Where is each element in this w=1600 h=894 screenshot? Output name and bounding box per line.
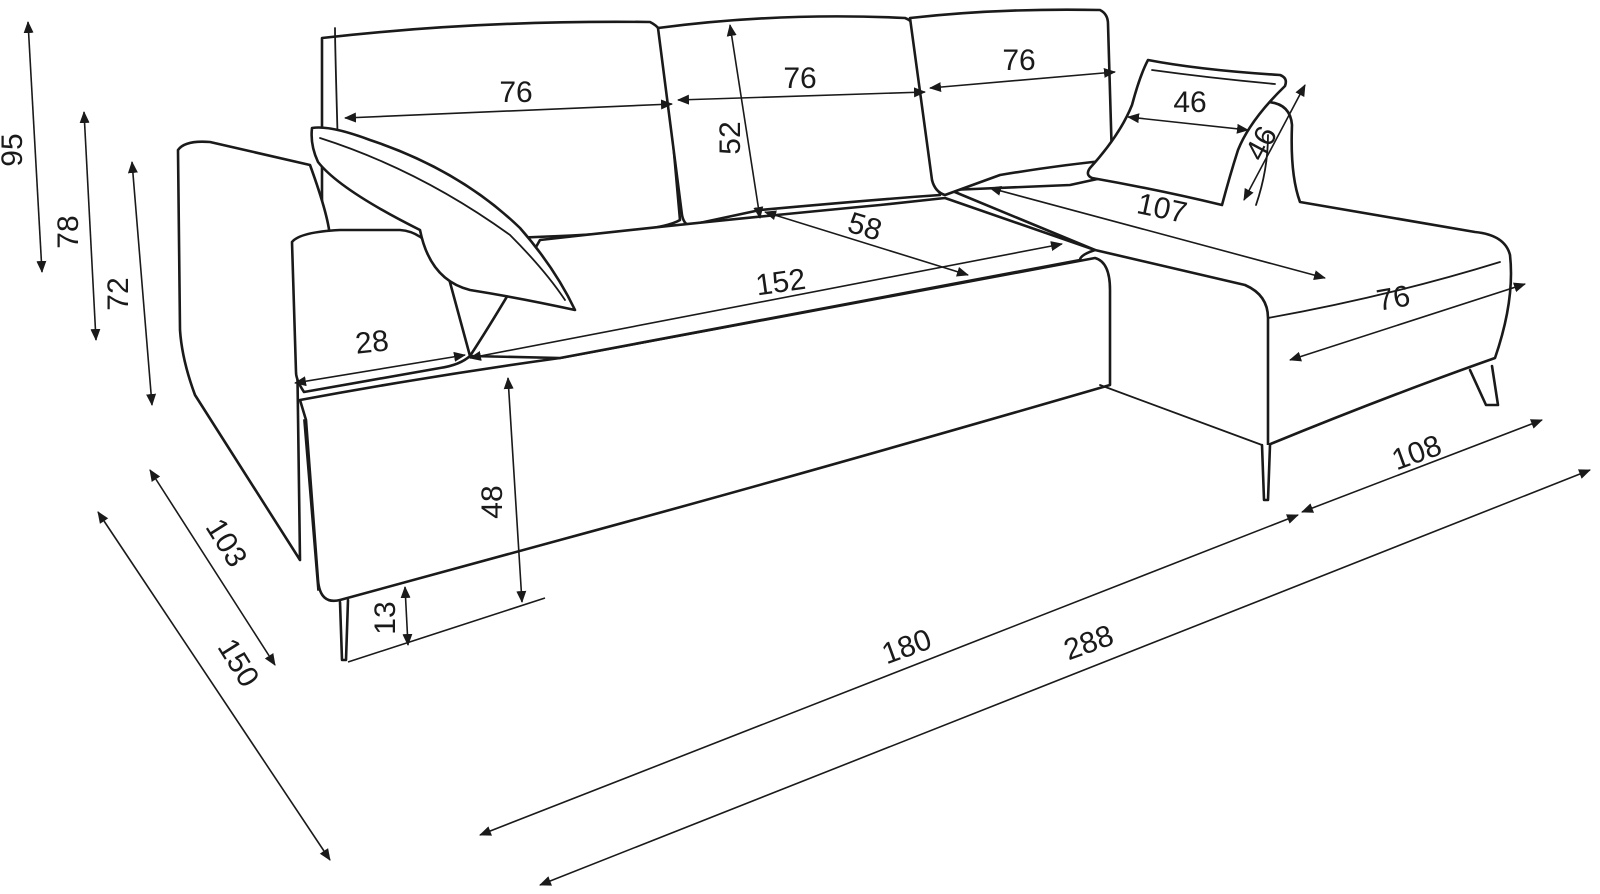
label-chaise-width: 76 — [1374, 279, 1413, 317]
dim-line-78 — [79, 111, 101, 341]
dim-line-52 — [726, 24, 764, 219]
dim-line-28 — [294, 351, 466, 387]
label-pillow-width: 46 — [1173, 86, 1206, 119]
dimension-lines — [23, 21, 1591, 886]
label-leg-height: 13 — [369, 601, 402, 634]
back-cushion-middle — [656, 15, 942, 227]
label-back-height: 78 — [52, 215, 85, 248]
label-main-length: 180 — [878, 623, 936, 671]
dim-line-chaise-width — [1289, 282, 1526, 362]
leg-front-right — [1260, 443, 1272, 502]
dim-line-180 — [479, 514, 1299, 836]
label-seat-width: 152 — [754, 263, 808, 303]
label-back-cushion-left: 76 — [499, 76, 532, 109]
label-back-cushion-height: 52 — [714, 121, 747, 154]
dim-line-pillow-width — [1127, 113, 1249, 134]
label-depth-chaise: 150 — [211, 633, 266, 693]
label-chaise-depth: 108 — [1388, 429, 1446, 477]
dim-line-pillow-height — [1243, 84, 1306, 201]
label-seat-height: 48 — [476, 485, 509, 518]
dim-line-288 — [539, 469, 1591, 886]
dim-line-13 — [400, 586, 413, 646]
label-back-cushion-right: 76 — [1002, 44, 1035, 77]
dim-line-72 — [127, 161, 157, 406]
label-total-height: 95 — [0, 133, 29, 166]
back-cushion-right — [908, 8, 1114, 197]
dim-line-back-right — [929, 67, 1116, 93]
label-armrest-height: 72 — [102, 277, 135, 310]
dim-line-150 — [97, 511, 331, 861]
leg-back-right — [1468, 364, 1500, 407]
dim-line-back-middle — [677, 87, 926, 105]
dim-line-back-left — [344, 99, 673, 123]
seat-lower-edge — [1099, 384, 1263, 446]
label-depth-main: 103 — [199, 513, 254, 573]
leg-front-left — [338, 598, 350, 662]
label-armrest-width: 28 — [354, 324, 391, 360]
dim-line-103 — [149, 469, 276, 666]
dim-line-107 — [989, 186, 1326, 280]
dim-line-152 — [469, 241, 1063, 361]
dim-line-95 — [23, 21, 47, 273]
label-back-cushion-middle: 76 — [783, 62, 816, 95]
